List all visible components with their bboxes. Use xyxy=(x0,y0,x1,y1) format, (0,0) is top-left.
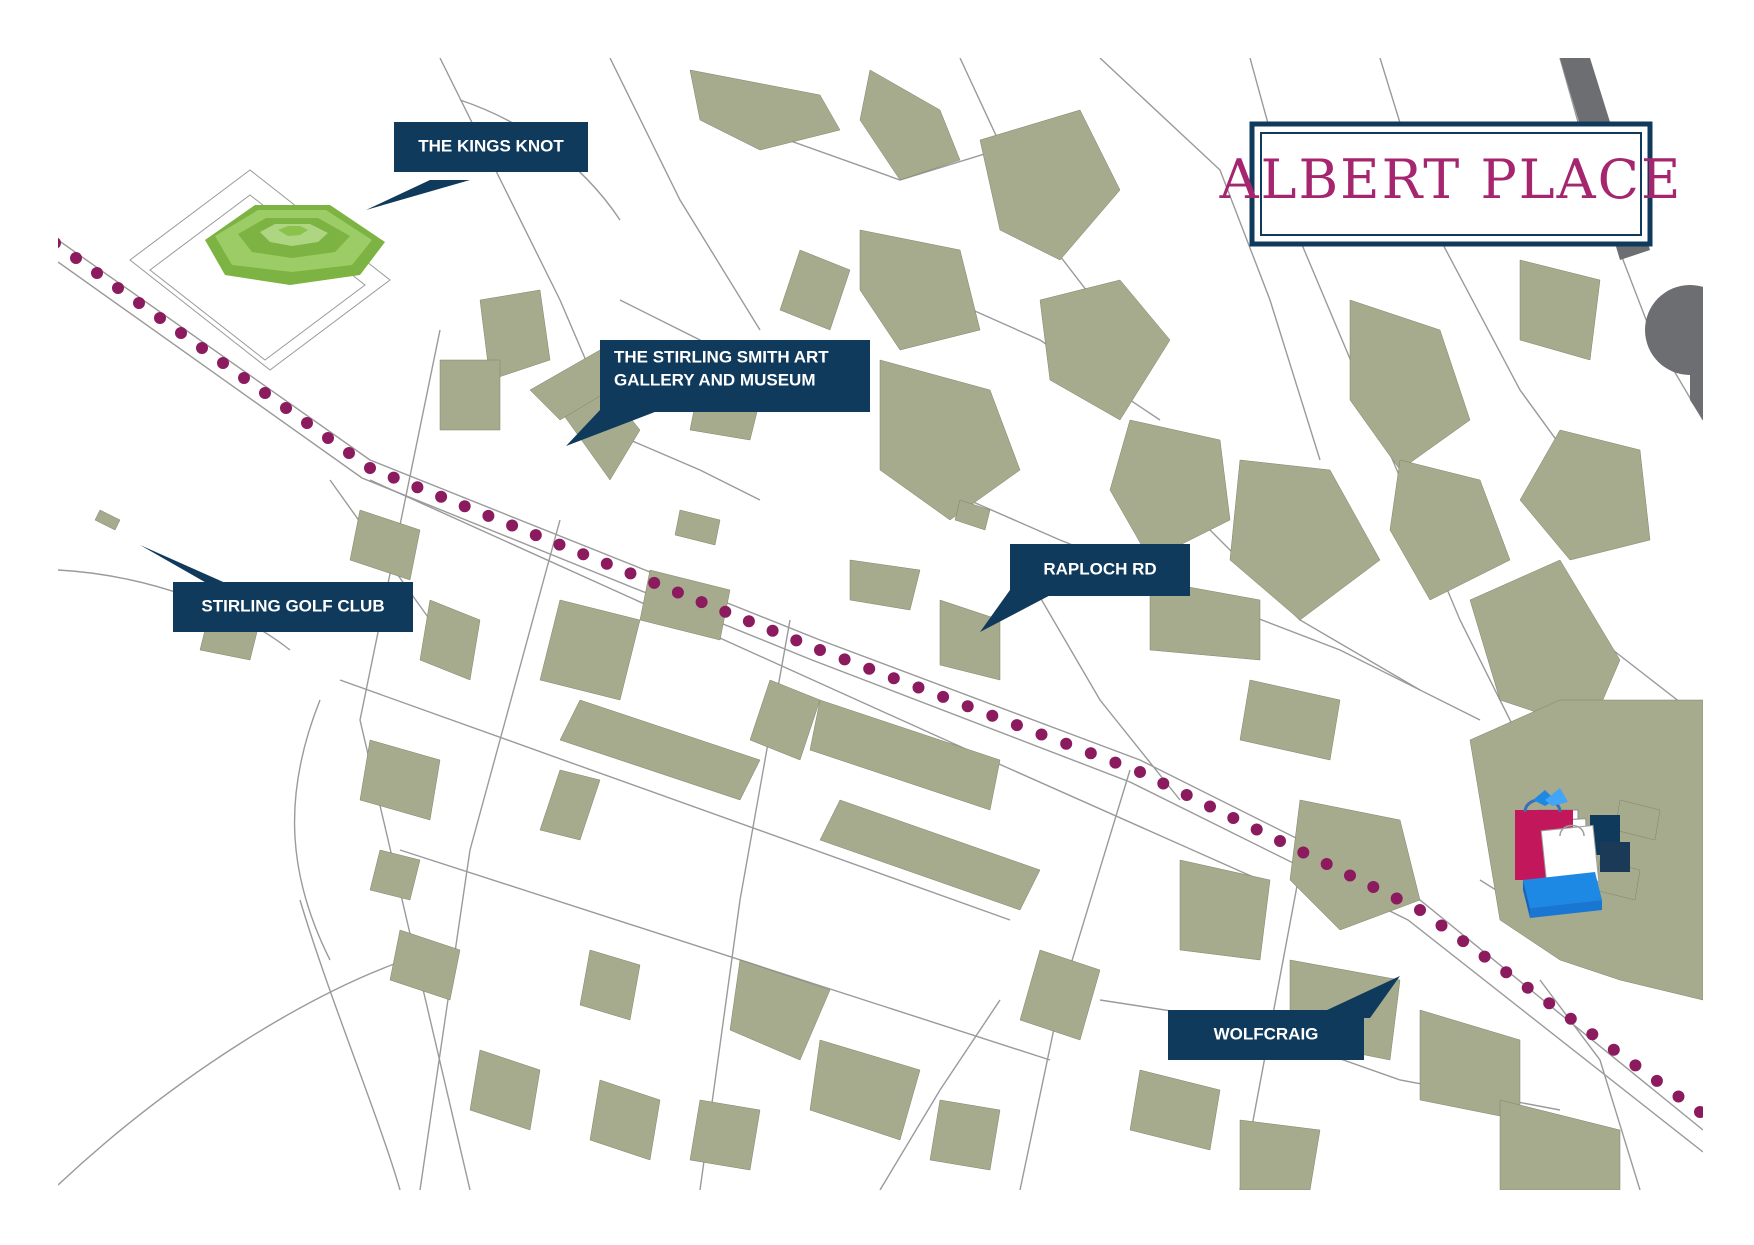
label-golf-club-text: STIRLING GOLF CLUB xyxy=(201,596,384,615)
route-dot xyxy=(506,519,519,532)
route-dot xyxy=(1010,719,1023,732)
route-dot xyxy=(364,462,376,474)
label-raploch-rd: RAPLOCH RD xyxy=(980,544,1190,632)
route-dot xyxy=(1390,892,1403,905)
route-dot xyxy=(112,282,124,294)
route-dot xyxy=(1250,823,1263,836)
route-dot xyxy=(70,252,82,264)
route-dot xyxy=(1180,789,1193,801)
route-dot xyxy=(411,481,424,494)
kings-knot-mound xyxy=(205,205,385,285)
route-dot xyxy=(301,417,313,429)
route-dot xyxy=(343,447,355,459)
route-dot xyxy=(648,576,661,589)
route-dot xyxy=(482,509,495,522)
route-dot xyxy=(196,342,208,354)
route-dot xyxy=(1157,777,1170,790)
route-dot xyxy=(458,500,471,513)
route-dot xyxy=(1367,881,1380,893)
route-dot xyxy=(937,690,950,703)
route-dot xyxy=(1586,1028,1599,1041)
route-dot xyxy=(133,297,145,309)
route-dot xyxy=(1607,1043,1620,1056)
route-dot xyxy=(1457,935,1470,948)
route-dot xyxy=(961,700,974,713)
label-stirling-smith-text-line1: THE STIRLING SMITH ART xyxy=(614,347,829,366)
route-dot xyxy=(624,567,637,580)
route xyxy=(58,237,1703,1118)
route-dot xyxy=(1435,919,1448,932)
route-dot xyxy=(1084,747,1097,760)
label-wolfcraig-text: WOLFCRAIG xyxy=(1214,1024,1319,1043)
route-dot xyxy=(1274,835,1286,847)
route-dot xyxy=(91,267,103,279)
route-dot xyxy=(1204,800,1216,813)
route-dot xyxy=(1320,858,1333,870)
route-dot xyxy=(1035,728,1048,741)
label-kings-knot-text: THE KINGS KNOT xyxy=(418,136,564,155)
route-dot xyxy=(1060,737,1073,750)
route-dot xyxy=(1134,766,1146,778)
route-dot xyxy=(814,644,826,656)
route-dot xyxy=(1543,997,1556,1010)
route-dot xyxy=(742,615,755,628)
route-dot xyxy=(529,529,542,542)
route-dot xyxy=(1297,846,1310,859)
route-dot xyxy=(1109,756,1122,769)
map-title: ALBERT PLACE xyxy=(1219,148,1683,211)
route-dot xyxy=(280,402,292,414)
route-dot xyxy=(1694,1106,1703,1118)
map-title-box: ALBERT PLACE xyxy=(1219,121,1683,247)
label-stirling-smith-text-line2: GALLERY AND MUSEUM xyxy=(614,370,816,389)
route-dot xyxy=(1344,869,1356,882)
route-dot xyxy=(217,357,229,369)
route-dot xyxy=(58,237,61,249)
route-dot xyxy=(986,709,999,722)
route-dot xyxy=(766,624,779,637)
kings-knot-landmark-icon xyxy=(129,169,391,371)
label-raploch-rd-text: RAPLOCH RD xyxy=(1043,559,1156,578)
route-dot xyxy=(671,586,684,599)
route-dot xyxy=(1414,904,1426,916)
route-dot xyxy=(238,372,250,384)
route-dot xyxy=(577,548,590,561)
route-dot xyxy=(1478,950,1491,963)
label-golf-club: STIRLING GOLF CLUB xyxy=(140,545,413,632)
route-dot xyxy=(1564,1012,1577,1025)
shopping-bags-icon xyxy=(1515,788,1630,918)
route-dot xyxy=(790,634,803,647)
route-dot xyxy=(175,327,187,339)
route-dot xyxy=(322,432,334,444)
route-dot xyxy=(912,681,925,694)
label-wolfcraig: WOLFCRAIG xyxy=(1168,976,1400,1060)
route-dot xyxy=(1672,1090,1685,1103)
route-dot xyxy=(838,653,851,666)
route-dot xyxy=(887,672,900,685)
route-dot xyxy=(863,662,876,675)
label-stirling-smith: THE STIRLING SMITH ART GALLERY AND MUSEU… xyxy=(566,340,870,446)
route-dot xyxy=(1521,981,1534,994)
route-dot xyxy=(553,538,566,551)
route-dot xyxy=(435,490,448,503)
route-dot xyxy=(719,605,732,618)
route-dot xyxy=(259,387,271,399)
label-kings-knot: THE KINGS KNOT xyxy=(366,122,588,210)
route-dot xyxy=(387,471,400,484)
route-dot xyxy=(600,557,613,570)
route-dot xyxy=(1650,1074,1663,1087)
route-dot xyxy=(1227,812,1240,824)
route-dot xyxy=(154,312,166,324)
route-dot xyxy=(1500,966,1513,979)
route-dot xyxy=(695,596,708,609)
route-dot xyxy=(1629,1059,1642,1072)
